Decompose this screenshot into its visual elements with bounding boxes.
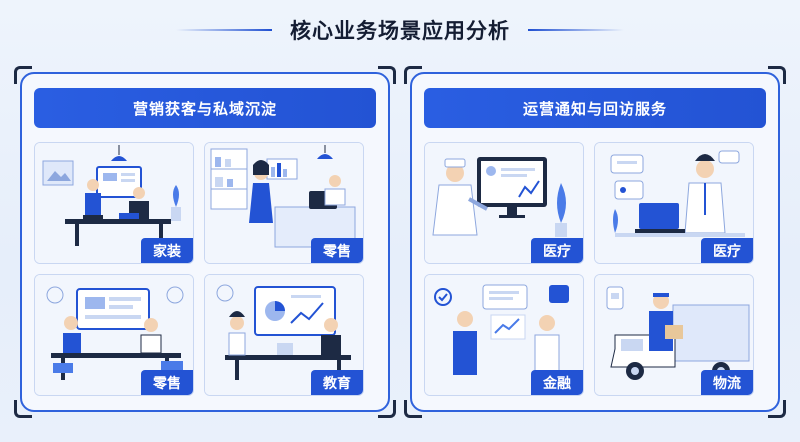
corner-bracket [768, 400, 786, 418]
panel-header-operations: 运营通知与回访服务 [424, 88, 766, 128]
scenario-card-finance[interactable]: 金融 [424, 274, 584, 396]
corner-bracket [378, 400, 396, 418]
corner-bracket [404, 66, 422, 84]
corner-bracket [768, 66, 786, 84]
panel-operations: 运营通知与回访服务 医疗 [404, 66, 786, 418]
corner-bracket [378, 66, 396, 84]
scenario-card-home-decoration[interactable]: 家装 [34, 142, 194, 264]
page-header: 核心业务场景应用分析 [0, 10, 800, 50]
scenario-label: 医疗 [701, 238, 753, 263]
doctor-at-monitor-illustration [425, 143, 583, 263]
corner-bracket [404, 400, 422, 418]
scenario-label: 零售 [141, 370, 193, 395]
scenario-card-medical-followup[interactable]: 医疗 [594, 142, 754, 264]
title-decoration-left [176, 29, 272, 31]
scenario-label: 医疗 [531, 238, 583, 263]
scenario-label: 教育 [311, 370, 363, 395]
retail-meeting-illustration [35, 275, 193, 395]
scenario-card-retail-meeting[interactable]: 零售 [34, 274, 194, 396]
corner-bracket [14, 400, 32, 418]
scenario-card-logistics[interactable]: 物流 [594, 274, 754, 396]
page-title: 核心业务场景应用分析 [290, 19, 510, 43]
title-decoration-right [528, 29, 624, 31]
scenario-label: 物流 [701, 370, 753, 395]
scenario-card-retail[interactable]: 零售 [204, 142, 364, 264]
scenario-label: 家装 [141, 238, 193, 263]
scenario-label: 零售 [311, 238, 363, 263]
panel-marketing: 营销获客与私域沉淀 家装 [14, 66, 396, 418]
scenario-card-education[interactable]: 教育 [204, 274, 364, 396]
panel-header-marketing: 营销获客与私域沉淀 [34, 88, 376, 128]
scenario-label: 金融 [531, 370, 583, 395]
home-office-meeting-illustration [35, 143, 193, 263]
scenario-card-medical[interactable]: 医疗 [424, 142, 584, 264]
corner-bracket [14, 66, 32, 84]
